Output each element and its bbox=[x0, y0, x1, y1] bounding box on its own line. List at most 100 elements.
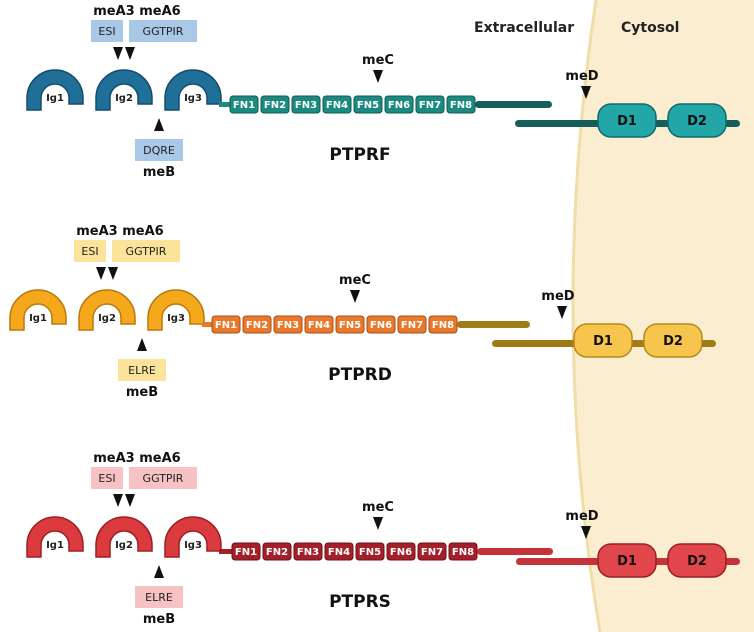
fn-domain bbox=[353, 95, 383, 114]
fn-domain-label: FN2 bbox=[246, 320, 268, 331]
fn-domain bbox=[273, 315, 303, 334]
site-label-meC: meC bbox=[339, 273, 371, 288]
ig-domain bbox=[95, 516, 153, 558]
fn-domain-label: FN8 bbox=[450, 100, 472, 111]
ig-domain-label: Ig1 bbox=[46, 93, 64, 104]
ig-domain bbox=[164, 69, 222, 111]
ig-fn-linker bbox=[219, 549, 234, 554]
cytosol-label: Cytosol bbox=[621, 20, 679, 36]
fn-domain bbox=[384, 95, 414, 114]
site-box-meB bbox=[135, 586, 183, 608]
fn-domain-label: FN3 bbox=[297, 547, 319, 558]
ig-fn-linker bbox=[202, 322, 214, 327]
site-box-meA3-text: ESI bbox=[98, 472, 115, 485]
site-arrow-meD bbox=[581, 86, 591, 99]
fn-domain-label: FN6 bbox=[390, 547, 412, 558]
site-label-meA6: meA6 bbox=[139, 451, 180, 466]
fn-domain bbox=[415, 95, 445, 114]
ig-domain-label: Ig2 bbox=[98, 313, 116, 324]
ig-domain-label: Ig1 bbox=[29, 313, 47, 324]
fn-domain bbox=[242, 315, 272, 334]
site-arrow-meD bbox=[581, 526, 591, 539]
site-label-meB: meB bbox=[126, 385, 158, 400]
site-arrow-meB bbox=[137, 338, 147, 351]
site-arrow-meA3 bbox=[96, 267, 106, 280]
site-arrow-meA3 bbox=[113, 47, 123, 60]
fn-domain-label: FN3 bbox=[277, 320, 299, 331]
fn-domain-label: FN3 bbox=[295, 100, 317, 111]
fn-domain bbox=[355, 542, 385, 561]
fn-domain bbox=[262, 542, 292, 561]
fn-domain-label: FN6 bbox=[388, 100, 410, 111]
site-label-meA3: meA3 bbox=[76, 224, 117, 239]
site-box-meA6-text: GGTPIR bbox=[143, 25, 184, 38]
fn-domain-label: FN8 bbox=[432, 320, 454, 331]
extracellular-stalk bbox=[477, 548, 553, 555]
fn-domain-label: FN5 bbox=[359, 547, 381, 558]
fn-domain-label: FN5 bbox=[357, 100, 379, 111]
site-arrow-meA6 bbox=[125, 47, 135, 60]
fn-domain bbox=[417, 542, 447, 561]
ig-domain bbox=[147, 289, 205, 331]
fn-domain-label: FN8 bbox=[452, 547, 474, 558]
fn-domain bbox=[231, 542, 261, 561]
ig-domain-label: Ig1 bbox=[46, 540, 64, 551]
site-arrow-meA3 bbox=[113, 494, 123, 507]
fn-domain bbox=[324, 542, 354, 561]
fn-domain bbox=[335, 315, 365, 334]
ig-domain bbox=[26, 516, 84, 558]
site-box-meA3 bbox=[91, 20, 123, 42]
site-label-meD: meD bbox=[565, 69, 598, 84]
fn-domain bbox=[397, 315, 427, 334]
site-box-meA6 bbox=[112, 240, 180, 262]
phosphatase-domain-label: D2 bbox=[687, 114, 707, 129]
site-box-meA3 bbox=[74, 240, 106, 262]
site-arrow-meB bbox=[154, 565, 164, 578]
site-label-meA6: meA6 bbox=[122, 224, 163, 239]
ig-domain bbox=[78, 289, 136, 331]
phosphatase-domain-label: D2 bbox=[687, 554, 707, 569]
cytosol-background bbox=[572, 0, 754, 632]
site-label-meA6: meA6 bbox=[139, 4, 180, 19]
site-arrow-meC bbox=[373, 70, 383, 83]
site-box-meA6 bbox=[129, 467, 197, 489]
site-box-meA6-text: GGTPIR bbox=[126, 245, 167, 258]
phosphatase-domain-label: D1 bbox=[593, 334, 613, 349]
phosphatase-domain-label: D1 bbox=[617, 114, 637, 129]
fn-domain bbox=[322, 95, 352, 114]
site-box-meB-text: ELRE bbox=[145, 591, 173, 604]
fn-domain-label: FN5 bbox=[339, 320, 361, 331]
fn-domain bbox=[293, 542, 323, 561]
fn-domain-label: FN4 bbox=[326, 100, 348, 111]
fn-domain-label: FN1 bbox=[235, 547, 257, 558]
site-label-meA3: meA3 bbox=[93, 4, 134, 19]
site-arrow-meC bbox=[373, 517, 383, 530]
ig-domain-label: Ig3 bbox=[167, 313, 185, 324]
site-arrow-meC bbox=[350, 290, 360, 303]
phosphatase-domain bbox=[667, 543, 727, 578]
site-label-meB: meB bbox=[143, 612, 175, 627]
fn-domain bbox=[386, 542, 416, 561]
ig-domain-label: Ig3 bbox=[184, 540, 202, 551]
fn-domain-label: FN7 bbox=[421, 547, 443, 558]
site-box-meA6-text: GGTPIR bbox=[143, 472, 184, 485]
site-arrow-meD bbox=[557, 306, 567, 319]
site-arrow-meA6 bbox=[108, 267, 118, 280]
phosphatase-domain-label: D2 bbox=[663, 334, 683, 349]
site-box-meA6 bbox=[129, 20, 197, 42]
phosphatase-domain bbox=[573, 323, 633, 358]
ig-domain bbox=[9, 289, 67, 331]
ig-domain-label: Ig3 bbox=[184, 93, 202, 104]
fn-domain-label: FN4 bbox=[308, 320, 330, 331]
phosphatase-domain bbox=[643, 323, 703, 358]
ig-fn-linker bbox=[219, 102, 232, 107]
fn-domain bbox=[211, 315, 241, 334]
fn-domain bbox=[260, 95, 290, 114]
site-arrow-meB bbox=[154, 118, 164, 131]
fn-domain bbox=[366, 315, 396, 334]
fn-domain-label: FN1 bbox=[233, 100, 255, 111]
fn-domain-label: FN4 bbox=[328, 547, 350, 558]
site-box-meA3-text: ESI bbox=[98, 25, 115, 38]
